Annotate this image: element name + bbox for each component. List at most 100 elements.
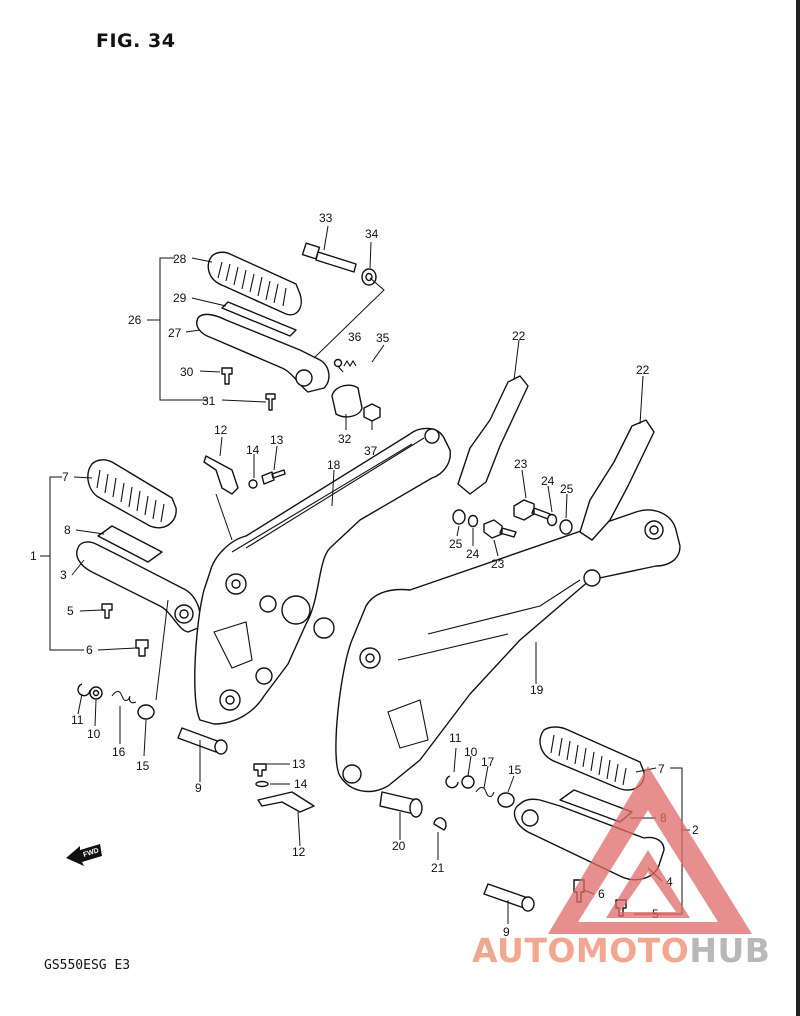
callout-21: 21 [431, 861, 445, 875]
callout-30: 30 [180, 365, 194, 379]
callout-15-left: 15 [136, 759, 150, 773]
washer-14-lower [255, 780, 269, 788]
footrest-plate-29 [221, 301, 297, 337]
nut-37 [363, 403, 381, 422]
fwd-arrow-icon: FWD [66, 844, 102, 866]
bolt-6 [135, 639, 149, 657]
footrest-frame-19 [335, 509, 681, 793]
callout-28: 28 [173, 252, 187, 266]
bolt-23-upper [513, 499, 551, 521]
washer-24-lower [467, 514, 479, 528]
footrest-4 [513, 798, 665, 881]
spring-35 [343, 359, 357, 368]
bolt-31 [265, 393, 276, 411]
cap-21 [433, 817, 447, 831]
callout-24-lower: 24 [466, 547, 480, 561]
callout-25-lower: 25 [449, 537, 463, 551]
footrest-frame-18 [194, 427, 451, 725]
callout-15-right: 15 [508, 763, 522, 777]
callout-14-lower: 14 [294, 777, 308, 791]
passenger-footrest-assembly-26 [196, 242, 381, 422]
callout-6-right: 6 [598, 887, 605, 901]
left-hardware [77, 455, 286, 755]
washer-10-right [461, 775, 475, 789]
bolt-13-upper [261, 469, 286, 485]
callout-17: 17 [481, 755, 495, 769]
callout-24-upper: 24 [541, 474, 555, 488]
callout-35: 35 [376, 331, 390, 345]
callout-9-right: 9 [503, 925, 510, 939]
watermark-logo-icon [548, 766, 752, 934]
footrest-plate-8 [97, 525, 163, 563]
callout-29: 29 [173, 291, 187, 305]
footrest-rubber-7 [87, 459, 177, 529]
callout-22-left: 22 [512, 329, 526, 343]
callout-13-lower: 13 [292, 757, 306, 771]
rider-footrest-assembly-2 [445, 726, 665, 917]
bolt-13-lower [253, 763, 267, 777]
footrest-rubber-28 [207, 251, 302, 316]
bolt-30 [221, 367, 233, 385]
spring-17 [475, 786, 495, 798]
callout-16: 16 [112, 745, 126, 759]
ball-15 [137, 704, 155, 720]
bracket-22-left [457, 375, 529, 495]
fwd-label: FWD [82, 847, 99, 859]
callout-25-upper: 25 [560, 482, 574, 496]
bolt-5 [101, 603, 113, 619]
callout-labels: 33 34 28 29 26 27 36 35 30 31 32 37 22 2… [30, 211, 699, 939]
callout-2: 2 [692, 823, 699, 837]
bolt-33 [301, 242, 357, 273]
bracket-12-upper [203, 455, 239, 495]
callout-6-left: 6 [86, 643, 93, 657]
callout-19: 19 [530, 683, 544, 697]
callout-12-lower: 12 [292, 845, 306, 859]
callout-18: 18 [327, 458, 341, 472]
callout-10-right: 10 [464, 745, 478, 759]
washer-25-upper [559, 519, 573, 535]
bracket-22-right [579, 419, 655, 541]
washer-24-upper [546, 513, 558, 527]
callout-22-right: 22 [636, 363, 650, 377]
clip-11-right [445, 775, 459, 789]
scan-edge [796, 0, 800, 1016]
model-code: GS550ESG E3 [44, 958, 131, 973]
watermark-text: AUTOMOTOHUB [472, 931, 770, 970]
footrest-pivot [295, 369, 313, 387]
callout-37: 37 [364, 444, 378, 458]
callout-23-lower: 23 [491, 557, 505, 571]
callout-5-left: 5 [67, 604, 74, 618]
callout-26: 26 [128, 313, 142, 327]
ball-36 [333, 358, 343, 368]
callout-9-left: 9 [195, 781, 202, 795]
callout-1: 1 [30, 549, 37, 563]
watermark-part-2: HUB [689, 931, 771, 970]
callout-12-upper: 12 [214, 423, 228, 437]
callout-14-upper: 14 [246, 443, 260, 457]
bolt-23-lower [483, 519, 517, 539]
callout-8-left: 8 [64, 523, 71, 537]
callout-32: 32 [338, 432, 352, 446]
clip-11 [77, 683, 91, 697]
callout-36: 36 [348, 330, 362, 344]
footrest-rubber-7-right [539, 726, 645, 791]
callout-27: 27 [168, 326, 182, 340]
bracket-12-lower [257, 791, 315, 813]
callout-3: 3 [60, 568, 67, 582]
footrest-27 [196, 313, 330, 393]
figure-title: FIG. 34 [96, 30, 176, 52]
callout-34: 34 [365, 227, 379, 241]
callout-33: 33 [319, 211, 333, 225]
callout-11-right: 11 [449, 731, 462, 745]
bracket-32 [331, 384, 363, 418]
spring-16 [111, 690, 137, 704]
pin-9 [177, 727, 221, 753]
washer-14-upper [248, 479, 258, 489]
callout-10-left: 10 [87, 727, 101, 741]
rider-footrest-assembly-1 [76, 459, 201, 657]
callout-4: 4 [666, 875, 673, 889]
callout-7-right: 7 [658, 762, 665, 776]
washer-25-lower [452, 509, 466, 525]
